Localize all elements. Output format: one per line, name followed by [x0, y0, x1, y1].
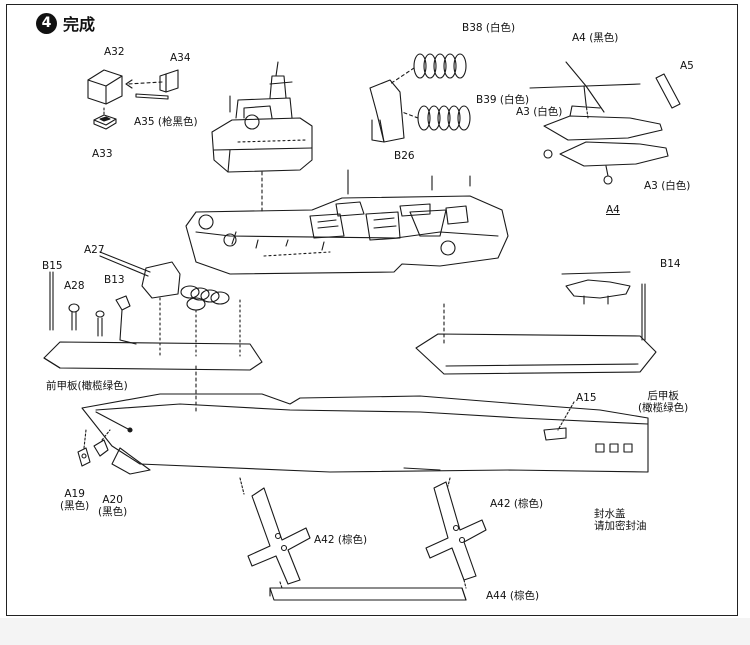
arrow-rotor-to-fuselage: [585, 103, 589, 119]
arrow-a34-to-a32: [127, 81, 163, 85]
page-bottom-band: [0, 618, 750, 645]
label-front-deck-line2: (橄榄绿色): [77, 380, 128, 392]
label-a20: A20 (黑色): [98, 494, 127, 518]
label-a3-top: A3 (白色): [516, 106, 563, 118]
part-a33-mount: [93, 114, 117, 130]
part-a42-left-stand: [247, 487, 311, 585]
part-a27-post: [95, 310, 105, 337]
label-a32: A32: [104, 46, 125, 58]
helicopter-lower-half: [543, 141, 669, 185]
label-seal-line1: 封水盖: [594, 508, 626, 520]
part-b38-rafts: [413, 53, 467, 79]
part-a44-base-bar: [269, 587, 467, 601]
label-rear-deck: 后甲板 (橄榄绿色): [638, 390, 688, 414]
front-rafts-stack: [180, 285, 230, 311]
label-a34: A34: [170, 52, 191, 64]
arrow-a15: [557, 401, 575, 431]
label-b15: B15: [42, 260, 63, 272]
label-a35: A35 (枪黑色): [134, 116, 198, 128]
arrow-b38-to-b26: [389, 67, 415, 85]
ship-hull: [81, 393, 649, 475]
part-b14-post: [641, 283, 646, 341]
helicopter-upper-half: [543, 105, 663, 141]
label-a19: A19 (黑色): [60, 488, 89, 512]
label-rear-deck-line1: 后甲板: [647, 390, 679, 402]
part-a5-tail-rotor: [655, 73, 681, 109]
label-a3-right: A3 (白色): [644, 180, 691, 192]
part-b26-frame: [369, 79, 405, 143]
label-a44: A44 (棕色): [486, 590, 540, 602]
part-a20-bracket: [93, 429, 111, 457]
front-deck-plate: [43, 341, 263, 371]
label-rear-deck-line2: (橄榄绿色): [638, 402, 689, 414]
label-a33: A33: [92, 148, 113, 160]
label-b38: B38 (白色): [462, 22, 516, 34]
step-title: 完成: [63, 15, 96, 34]
upper-deck-assembly: [185, 169, 509, 275]
rear-deck-plate: [415, 333, 657, 375]
label-a20-line1: A20: [102, 494, 123, 506]
label-b14: B14: [660, 258, 681, 270]
label-a42-right: A42 (棕色): [490, 498, 544, 510]
label-seal-line2: 请加密封油: [594, 520, 647, 532]
label-a5: A5: [680, 60, 694, 72]
label-a42-left: A42 (棕色): [314, 534, 368, 546]
arrow-b39-to-b26: [401, 111, 419, 119]
part-a32-block: [87, 69, 123, 105]
label-a19-line2: (黑色): [60, 500, 90, 512]
step-header: 4 完成: [36, 12, 95, 34]
label-b39: B39 (白色): [476, 94, 530, 106]
label-front-deck: 前甲板(橄榄绿色): [46, 380, 128, 392]
label-a20-line2: (黑色): [98, 506, 128, 518]
part-a35-rod: [135, 93, 169, 100]
label-seal-cover: 封水盖 请加密封油: [594, 508, 647, 532]
instruction-frame: [6, 4, 738, 616]
main-gun-turret: [99, 251, 181, 299]
label-a28: A28: [64, 280, 85, 292]
label-a27: A27: [84, 244, 105, 256]
label-b13: B13: [104, 274, 125, 286]
deck-helicopter: [561, 271, 631, 305]
part-a34-plate: [159, 69, 179, 93]
label-a4-bottom: A4: [606, 204, 620, 216]
label-a19-line1: A19: [64, 488, 85, 500]
step-number-badge: 4: [36, 12, 57, 34]
part-a28-post: [68, 303, 80, 331]
label-a4-top: A4 (黑色): [572, 32, 619, 44]
part-b15-mast: [49, 271, 54, 331]
part-a19-bracket: [77, 429, 91, 467]
part-a42-right-stand: [425, 481, 487, 581]
part-b13-davit: [115, 295, 137, 345]
bridge-superstructure: [211, 61, 313, 173]
label-b26: B26: [394, 150, 415, 162]
label-a15: A15: [576, 392, 597, 404]
label-front-deck-line1: 前甲板: [46, 380, 78, 392]
part-b39-rafts: [417, 105, 471, 131]
part-a4-rotor: [529, 61, 641, 113]
